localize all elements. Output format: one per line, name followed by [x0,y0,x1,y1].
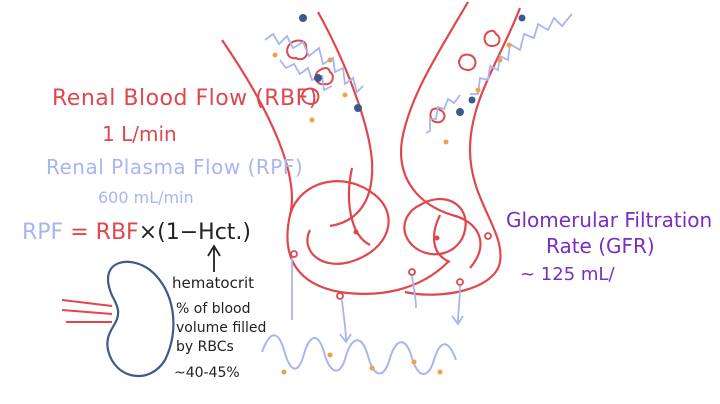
plasma-squiggle-left [264,32,364,94]
hct-arrow [207,244,221,272]
plasma-squiggle-right [470,13,573,95]
glomerulus-dot [408,268,416,276]
hematocrit-label: hematocrit [172,274,255,292]
filtration-arrow [411,275,417,309]
glomerulus-loop-right [403,197,467,256]
particle-orange [443,139,449,145]
particle-orange [327,57,333,63]
particle-blue [314,74,322,82]
rbc-1 [286,39,308,61]
renal-artery-line [61,309,113,315]
particle-orange [369,365,375,371]
renal-blood-flow-title: Renal Blood Flow (RBF) [52,86,318,111]
formula-rest: ×(1−Hct.) [138,220,251,245]
left-vessel-outer-wall [221,39,449,295]
glomerulus-loop-middle [347,167,371,246]
particle-orange [411,359,417,365]
gfr-title-line2: Rate (GFR) [546,234,655,258]
glomerulus-dot [434,235,440,241]
renal-plasma-flow-value: 600 mL/min [98,188,194,207]
particle-blue [354,104,362,112]
right-vessel-outer-wall [404,7,522,296]
particle-orange [475,87,481,93]
particle-orange [342,92,348,98]
particle-orange [309,117,315,123]
formula-rbf: RBF [95,220,139,245]
right-vessel-inner-wall [399,1,482,269]
particle-orange [437,369,443,375]
particle-orange [497,57,503,63]
kidney-icon [106,260,175,378]
rbc-5 [458,53,477,72]
particle-blue [299,14,307,22]
particle-orange [281,369,287,375]
tubule-zigzag [261,334,457,375]
particle-blue [468,96,476,104]
renal-artery-line [61,299,113,307]
renal-blood-flow-value: 1 L/min [102,122,177,146]
formula-lhs: RPF [22,220,64,245]
glomerulus-dot [336,292,344,300]
particle-orange [272,52,278,58]
formula-equals: = [70,220,89,245]
plasma-squiggle-right-2 [425,94,461,134]
rbc-3 [301,87,320,106]
particle-blue [456,108,464,116]
left-vessel-inner-wall [317,11,374,228]
rpf-formula: RPF = RBF×(1−Hct.) [22,222,251,244]
hematocrit-range: ~40-45% [174,365,240,381]
rbc-4 [483,29,501,48]
glomerulus-loop-outer [288,180,390,265]
hematocrit-definition: % of blood volume filled by RBCs [176,301,267,355]
gfr-value: ~ 125 mL/ [520,264,615,285]
plasma-squiggle-left-2 [279,59,333,92]
glomerulus-dot [456,278,464,286]
filtration-arrow [339,299,352,344]
filtration-arrow [451,285,464,326]
glomerulus-dot [290,250,298,258]
particle-orange [506,42,512,48]
gfr-title-line1: Glomerular Filtration [506,208,713,232]
glomerulus-loop-inner [432,214,451,264]
glomerulus-dot [484,232,492,240]
particle-blue [518,14,526,22]
particle-orange [327,352,333,358]
renal-plasma-flow-title: Renal Plasma Flow (RPF) [46,155,304,179]
glomerulus-dot [353,229,359,235]
